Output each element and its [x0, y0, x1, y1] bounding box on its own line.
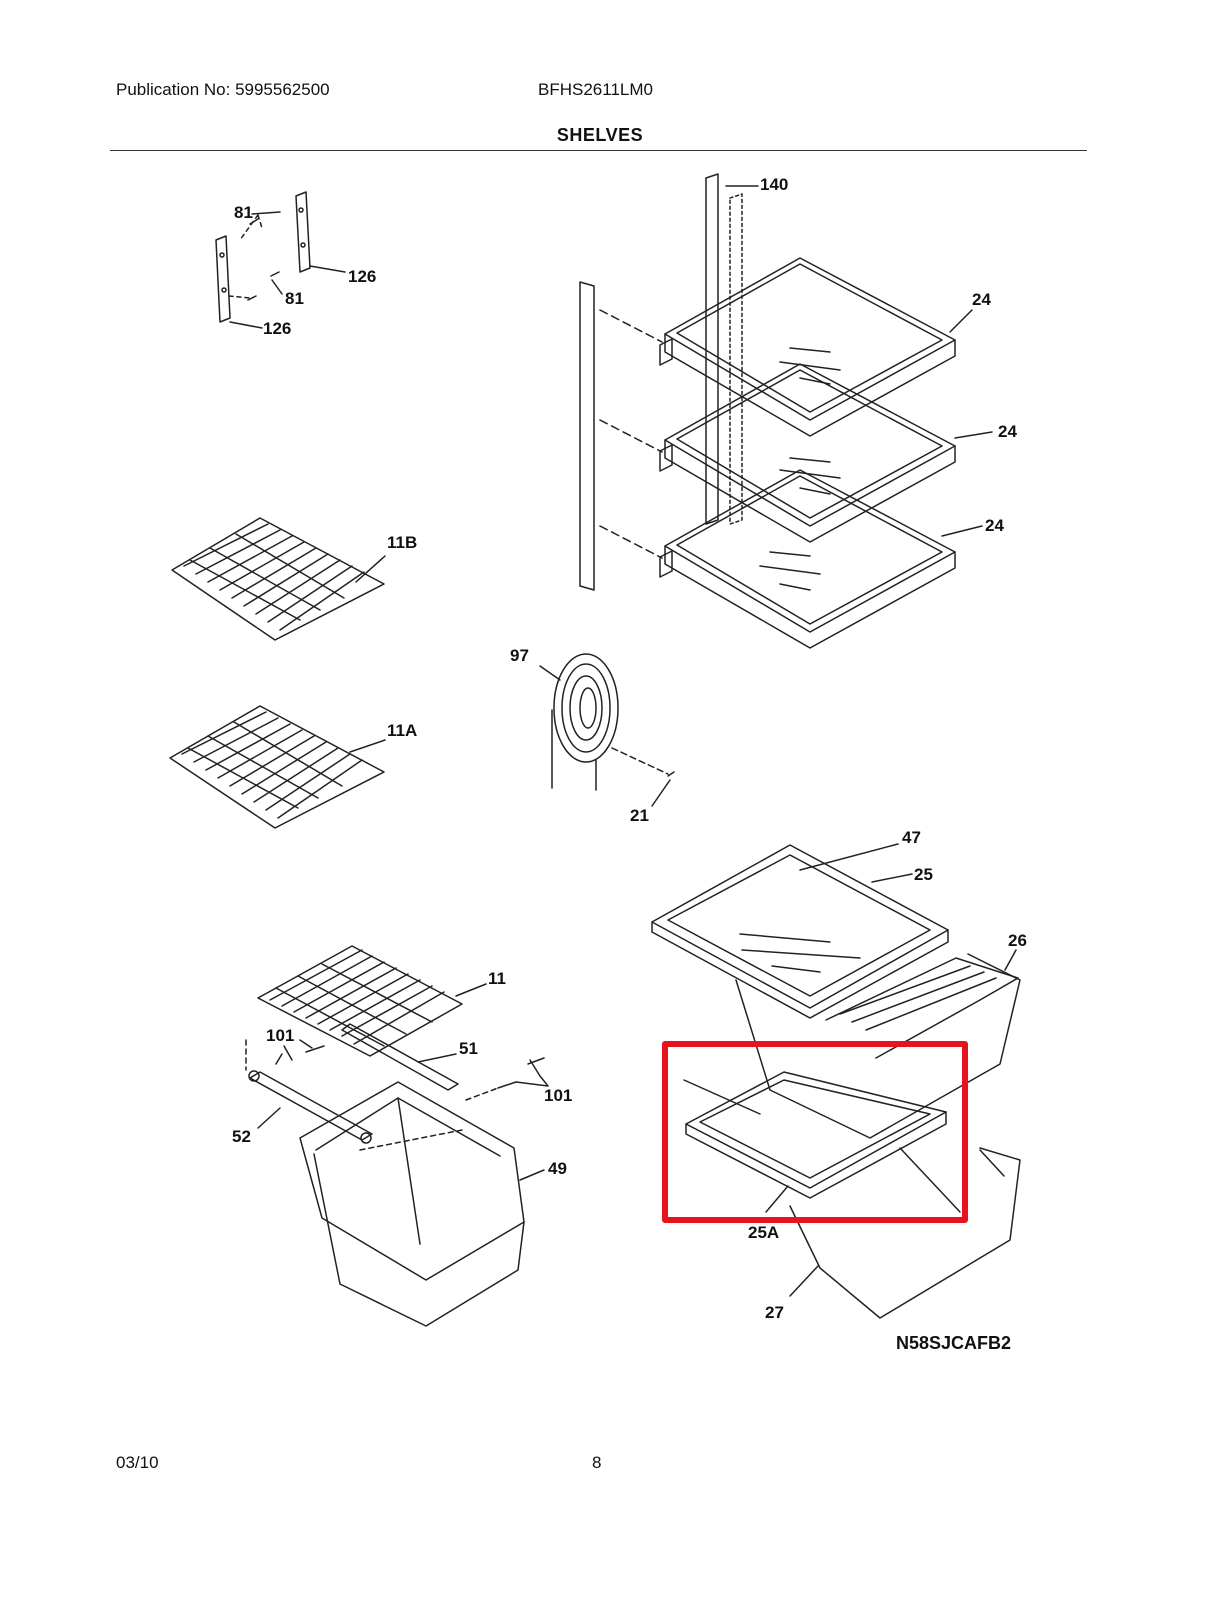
diagram-code: N58SJCAFB2	[896, 1333, 1011, 1353]
callout-11: 11	[488, 969, 506, 988]
crisper-pan-49-part	[299, 1081, 545, 1327]
callout-24-middle: 24	[998, 422, 1017, 441]
callout-49: 49	[548, 1159, 567, 1178]
callout-140: 140	[760, 175, 788, 194]
wire-shelf-11a-part	[169, 705, 386, 829]
callout-51: 51	[459, 1039, 478, 1058]
support-52-part	[248, 1070, 373, 1144]
callout-126-right: 126	[348, 267, 376, 286]
callout-97: 97	[510, 646, 529, 665]
header-divider	[110, 150, 1087, 151]
callout-47: 47	[902, 828, 921, 847]
footer-date: 03/10	[116, 1453, 159, 1472]
support-51-part	[341, 1023, 459, 1091]
callout-81-bottom: 81	[285, 289, 304, 308]
heater-coil-97-part	[539, 653, 619, 791]
wire-shelf-11-part	[257, 945, 487, 1057]
section-title: SHELVES	[556, 125, 644, 145]
callout-126-left: 126	[263, 319, 291, 338]
highlight-box-25a	[662, 1041, 968, 1223]
callout-24-bottom: 24	[985, 516, 1004, 535]
page-number: 8	[592, 1453, 602, 1472]
screw-81-part	[228, 211, 346, 329]
screw-101-part	[245, 1039, 549, 1101]
callout-24-top: 24	[972, 290, 991, 309]
callout-101-left: 101	[266, 1026, 294, 1045]
callout-25a: 25A	[748, 1223, 779, 1242]
callout-52: 52	[232, 1127, 251, 1146]
crisper-cover-25-part	[651, 843, 949, 1019]
wire-shelf-11b-part	[171, 517, 386, 641]
shelf-rail-140-part	[579, 173, 759, 591]
model-number: BFHS2611LM0	[538, 80, 653, 99]
screw-21-part	[611, 747, 675, 807]
callout-21: 21	[630, 806, 649, 825]
callout-11b: 11B	[387, 533, 417, 552]
crisper-drawer-27-part	[789, 1147, 1021, 1319]
callout-101-right: 101	[544, 1086, 572, 1105]
callout-26: 26	[1008, 931, 1027, 950]
crisper-cover-25a-part	[683, 1071, 947, 1213]
callout-25: 25	[914, 865, 933, 884]
callout-11a: 11A	[387, 721, 417, 740]
callout-81-top: 81	[234, 203, 253, 222]
callout-27: 27	[765, 1303, 784, 1322]
crisper-drawer-26-part	[735, 949, 1021, 1139]
publication-number: Publication No: 5995562500	[116, 80, 330, 99]
bracket-126-part	[215, 191, 311, 323]
glass-shelf-24-part	[599, 257, 993, 649]
